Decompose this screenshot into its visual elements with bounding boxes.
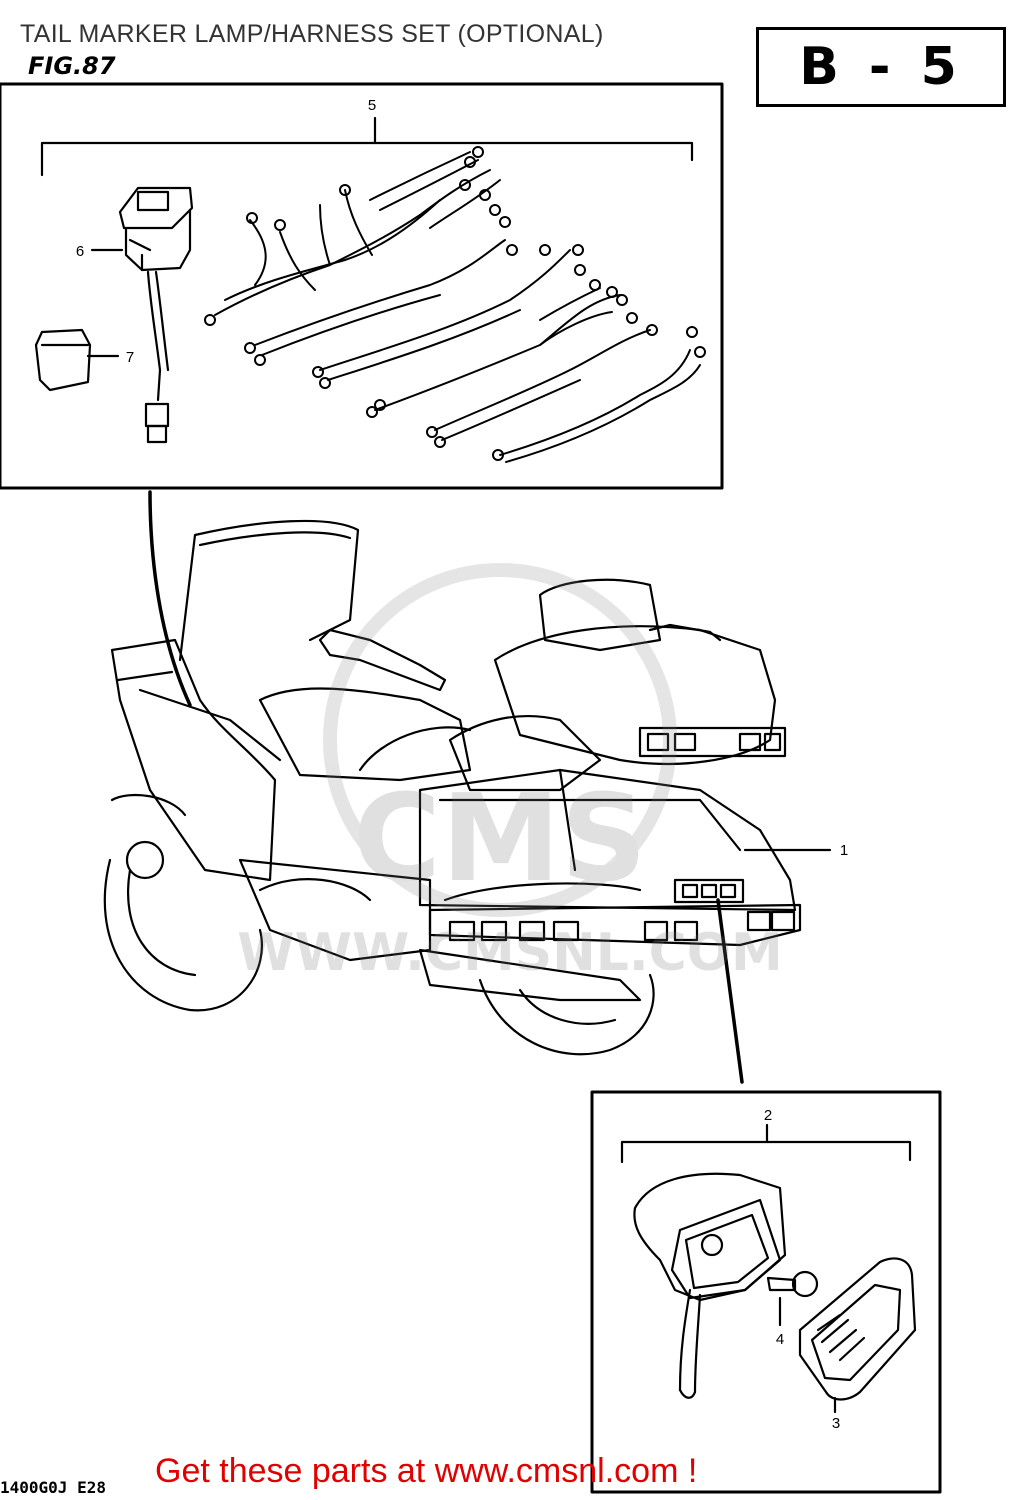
callout-1: 1 bbox=[840, 842, 848, 859]
wire-harness bbox=[204, 146, 706, 463]
switch-part bbox=[90, 186, 194, 444]
motorcycle-illustration bbox=[103, 519, 802, 1056]
diagram-code: 1400G0J E28 bbox=[0, 1478, 106, 1497]
callout-3: 3 bbox=[832, 1415, 840, 1432]
harness-set-box bbox=[0, 82, 724, 490]
callout-5: 5 bbox=[368, 97, 376, 114]
watermark-text: WWW.CMSNL.COM bbox=[237, 923, 782, 983]
callout-2: 2 bbox=[764, 1107, 772, 1124]
section-code: B - 5 bbox=[756, 27, 1006, 107]
svg-text:CMS: CMS bbox=[353, 770, 647, 909]
lens-part bbox=[798, 1257, 917, 1414]
diagram-title: TAIL MARKER LAMP/HARNESS SET (OPTIONAL) bbox=[20, 20, 604, 48]
tail-lamp-housing bbox=[633, 1172, 787, 1399]
callout-7: 7 bbox=[126, 349, 134, 366]
lamp-box bbox=[590, 1090, 942, 1494]
figure-number: FIG.87 bbox=[28, 52, 116, 80]
bulb-part bbox=[766, 1270, 819, 1327]
callout-4: 4 bbox=[776, 1331, 784, 1348]
relay-part bbox=[34, 328, 120, 392]
callout-6: 6 bbox=[76, 243, 84, 260]
cmsnl-link[interactable]: Get these parts at www.cmsnl.com ! bbox=[155, 1452, 698, 1490]
watermark-logo: CMS WWW.CMSNL.COM bbox=[237, 563, 783, 983]
